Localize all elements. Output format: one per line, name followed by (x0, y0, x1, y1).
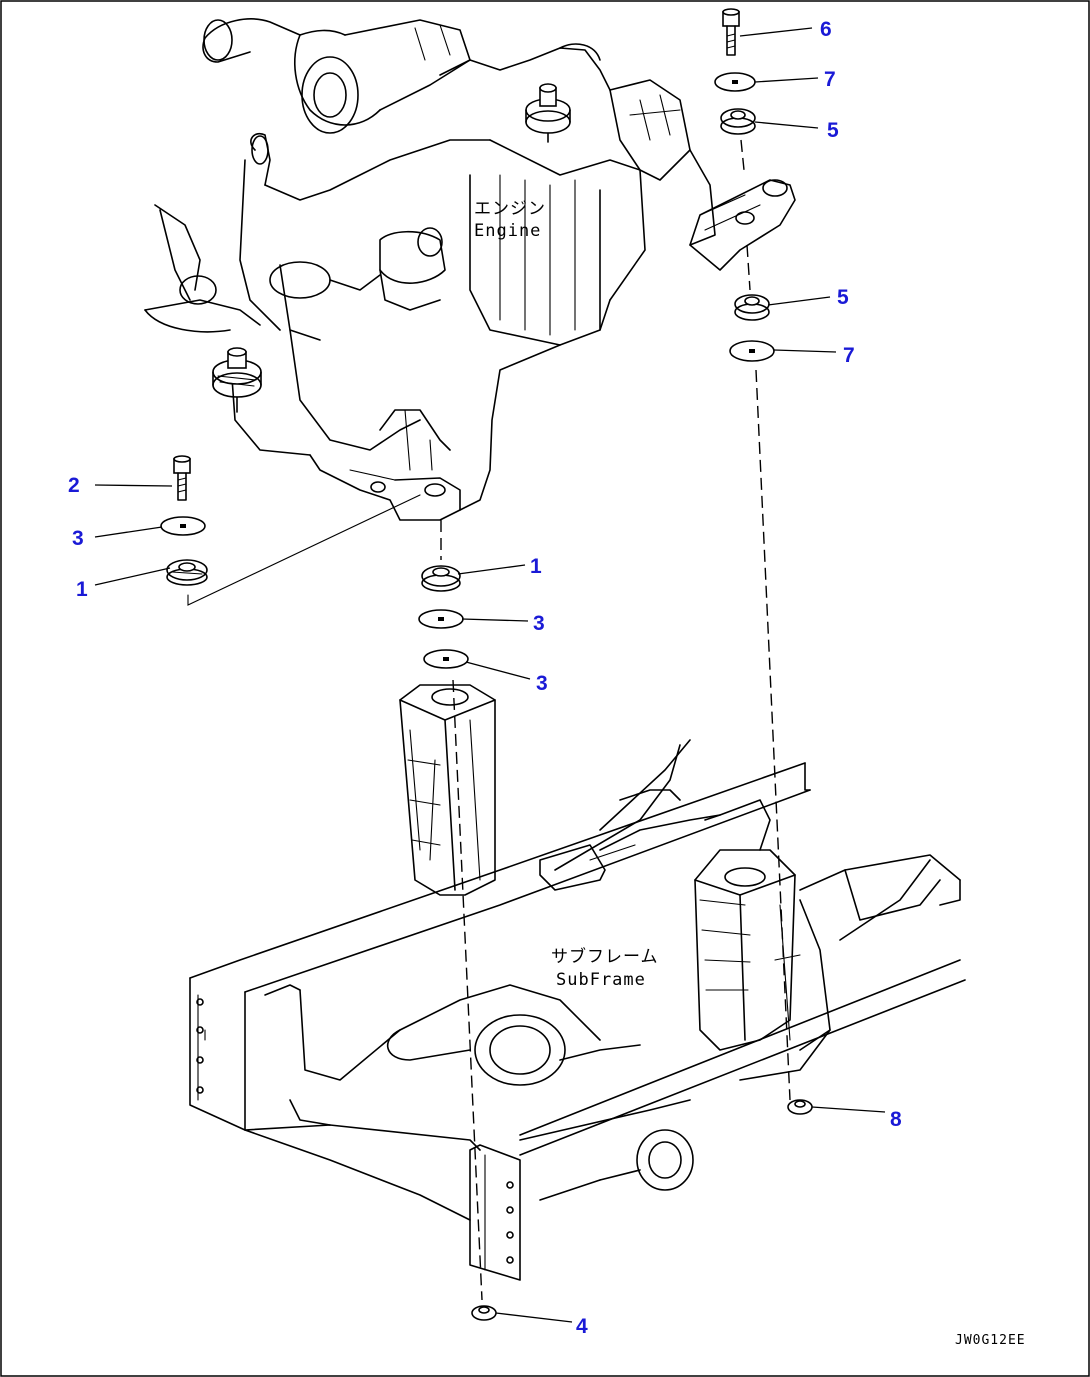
drawing-reference: JW0G12EE (955, 1333, 1026, 1348)
left-bolt-stack (160, 455, 421, 606)
right-bolt-stack (714, 8, 775, 362)
callout-3: 3 (533, 612, 545, 635)
engine-label-jp: エンジン (474, 199, 546, 219)
engine-mount-left (212, 347, 262, 413)
right-alignment-line (755, 369, 791, 1101)
callout-2: 2 (68, 474, 80, 497)
callout-1: 1 (530, 555, 542, 578)
engine-drawing (144, 18, 796, 521)
callout-7: 7 (843, 344, 855, 367)
callout-5: 5 (837, 286, 849, 309)
callout-4: 4 (576, 1315, 588, 1338)
subframe-label-en: SubFrame (556, 970, 646, 990)
engine-label-en: Engine (474, 221, 541, 241)
callout-1: 1 (76, 578, 88, 601)
leader-lines (94, 27, 886, 1323)
center-nut-stack (418, 520, 469, 669)
engine-mount-right (525, 83, 571, 143)
callout-7: 7 (824, 68, 836, 91)
callout-5: 5 (827, 119, 839, 142)
subframe-drawing (189, 684, 966, 1281)
nut-8 (787, 1099, 813, 1115)
callout-6: 6 (820, 18, 832, 41)
callout-3: 3 (536, 672, 548, 695)
subframe-label-jp: サブフレーム (551, 946, 659, 967)
nut-4 (471, 1305, 497, 1321)
callout-8: 8 (890, 1108, 902, 1131)
callout-3: 3 (72, 527, 84, 550)
center-alignment-line (452, 679, 483, 1301)
